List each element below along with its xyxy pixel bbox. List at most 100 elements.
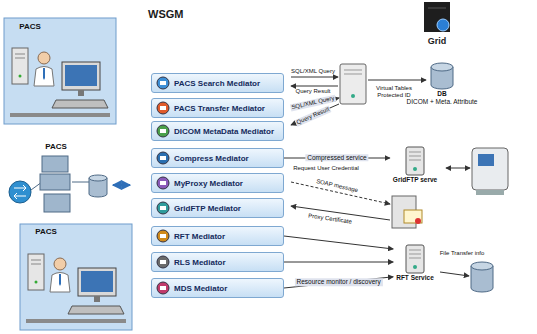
mediator-icon: [160, 106, 166, 110]
pacs-link: [113, 184, 130, 186]
mediator-icon: [156, 201, 170, 215]
scanner-link: [446, 168, 470, 169]
mediator-icon: [157, 125, 169, 137]
mediator-name: GridFTP Mediator: [174, 204, 241, 213]
message-label: SQL/XML Query: [290, 68, 336, 75]
query-server: [344, 74, 362, 75]
query-server: [340, 64, 366, 104]
pacs-network: [40, 174, 70, 190]
mediator-icon: [160, 206, 166, 210]
mediator-icon: [157, 202, 169, 214]
mediator-icon: [160, 260, 166, 264]
mediator-icon: [156, 176, 170, 190]
server-caption: DB: [437, 90, 446, 98]
mediator-icon: [156, 281, 170, 295]
rft-server: RFT Service: [394, 244, 436, 282]
server-tower: [406, 147, 424, 175]
mediator-box: MyProxy Mediator: [151, 173, 284, 193]
mediator-box: MDS Mediator: [151, 278, 284, 298]
certificate-server: [415, 218, 421, 224]
server-icon: [401, 244, 429, 274]
server-icon: [430, 62, 454, 90]
medical-scanner: [472, 148, 508, 195]
storage-cylinder: [471, 262, 493, 270]
pacs-site: [20, 224, 132, 330]
mediator-icon: [157, 282, 169, 294]
pacs-network: [14, 185, 26, 199]
service-link: [284, 236, 393, 249]
link-label: Compressed service: [305, 154, 368, 161]
grid-portal-server: [428, 8, 446, 9]
transfer-link: [440, 272, 469, 276]
server-caption: RFT Service: [396, 274, 434, 282]
storage-cylinder: [471, 262, 493, 292]
server-slot: [409, 152, 421, 153]
message-label: Request User Credential: [292, 164, 360, 171]
mediator-box: DICOM MetaData Mediator: [151, 121, 284, 141]
database-cylinder: [431, 63, 453, 71]
mediator-icon: [156, 151, 170, 165]
gateway-panel: WSGM PACS Search MediatorPACS Transfer Me…: [132, 2, 290, 332]
site-label: PACS: [44, 142, 68, 151]
mediator-name: RFT Mediator: [174, 232, 225, 241]
mediator-icon: [156, 229, 170, 243]
region-title: WSGM: [132, 2, 290, 20]
mediator-name: MyProxy Mediator: [174, 179, 243, 188]
query-server: [340, 64, 366, 104]
mediator-name: Compress Mediator: [174, 154, 249, 163]
service-link: [284, 277, 393, 288]
mediator-icon: [157, 177, 169, 189]
grid-portal-server: [437, 19, 449, 31]
pacs-network: [9, 156, 107, 212]
mediator-box: PACS Search Mediator: [151, 73, 284, 93]
mediator-icon: [156, 124, 170, 138]
server-tower: [406, 245, 424, 273]
certificate-server: [404, 210, 422, 223]
mediator-icon: [160, 181, 166, 185]
mediator-icon: [160, 81, 166, 85]
pacs-site: [4, 18, 116, 124]
pacs-network: [42, 156, 68, 172]
mediator-name: RLS Mediator: [174, 258, 226, 267]
medical-scanner: [472, 148, 508, 190]
server-slot: [409, 258, 421, 259]
mediator-icon: [157, 152, 169, 164]
server-caption: GridFTP serve: [393, 176, 437, 184]
mediator-name: PACS Transfer Mediator: [174, 104, 265, 113]
mediator-icon: [157, 256, 169, 268]
query-server: [351, 94, 355, 98]
medical-scanner: [478, 154, 494, 166]
mediator-box: RFT Mediator: [151, 226, 284, 246]
mediator-icon: [160, 234, 166, 238]
pacs-network: [72, 182, 89, 183]
region-title: Grid: [428, 36, 447, 46]
gridftp-server: GridFTP serve: [391, 146, 439, 184]
server-slot: [409, 156, 421, 157]
message-label: Virtual Tables Protected ID: [371, 85, 417, 99]
grid-portal-server: [424, 2, 450, 32]
mediator-icon: [160, 129, 166, 133]
message-label: Proxy Certificate: [307, 212, 354, 225]
query-link: [291, 86, 338, 87]
server-light: [413, 167, 417, 171]
medical-scanner: [476, 190, 504, 195]
message-label: File Transfer info: [439, 250, 486, 257]
mediator-icon: [156, 76, 170, 90]
grid-portal-server: [424, 2, 450, 32]
mediator-icon: [157, 77, 169, 89]
server-icon: [401, 146, 429, 176]
mediator-icon: [157, 230, 169, 242]
grid-ellipse: [259, 0, 537, 334]
server-light: [413, 265, 417, 269]
mediator-box: RLS Mediator: [151, 252, 284, 272]
server-caption: DICOM + Meta. Attribute: [407, 98, 478, 106]
site-label: PACS: [34, 227, 58, 236]
mediator-icon: [157, 102, 169, 114]
certificate-server: [392, 196, 422, 228]
message-label: Query Result: [294, 87, 331, 94]
service-link: [284, 262, 393, 263]
mediator-box: Compress Mediator: [151, 148, 284, 168]
database-server: DBDICOM + Meta. Attribute: [405, 62, 480, 106]
site-label: PACS: [18, 22, 42, 31]
